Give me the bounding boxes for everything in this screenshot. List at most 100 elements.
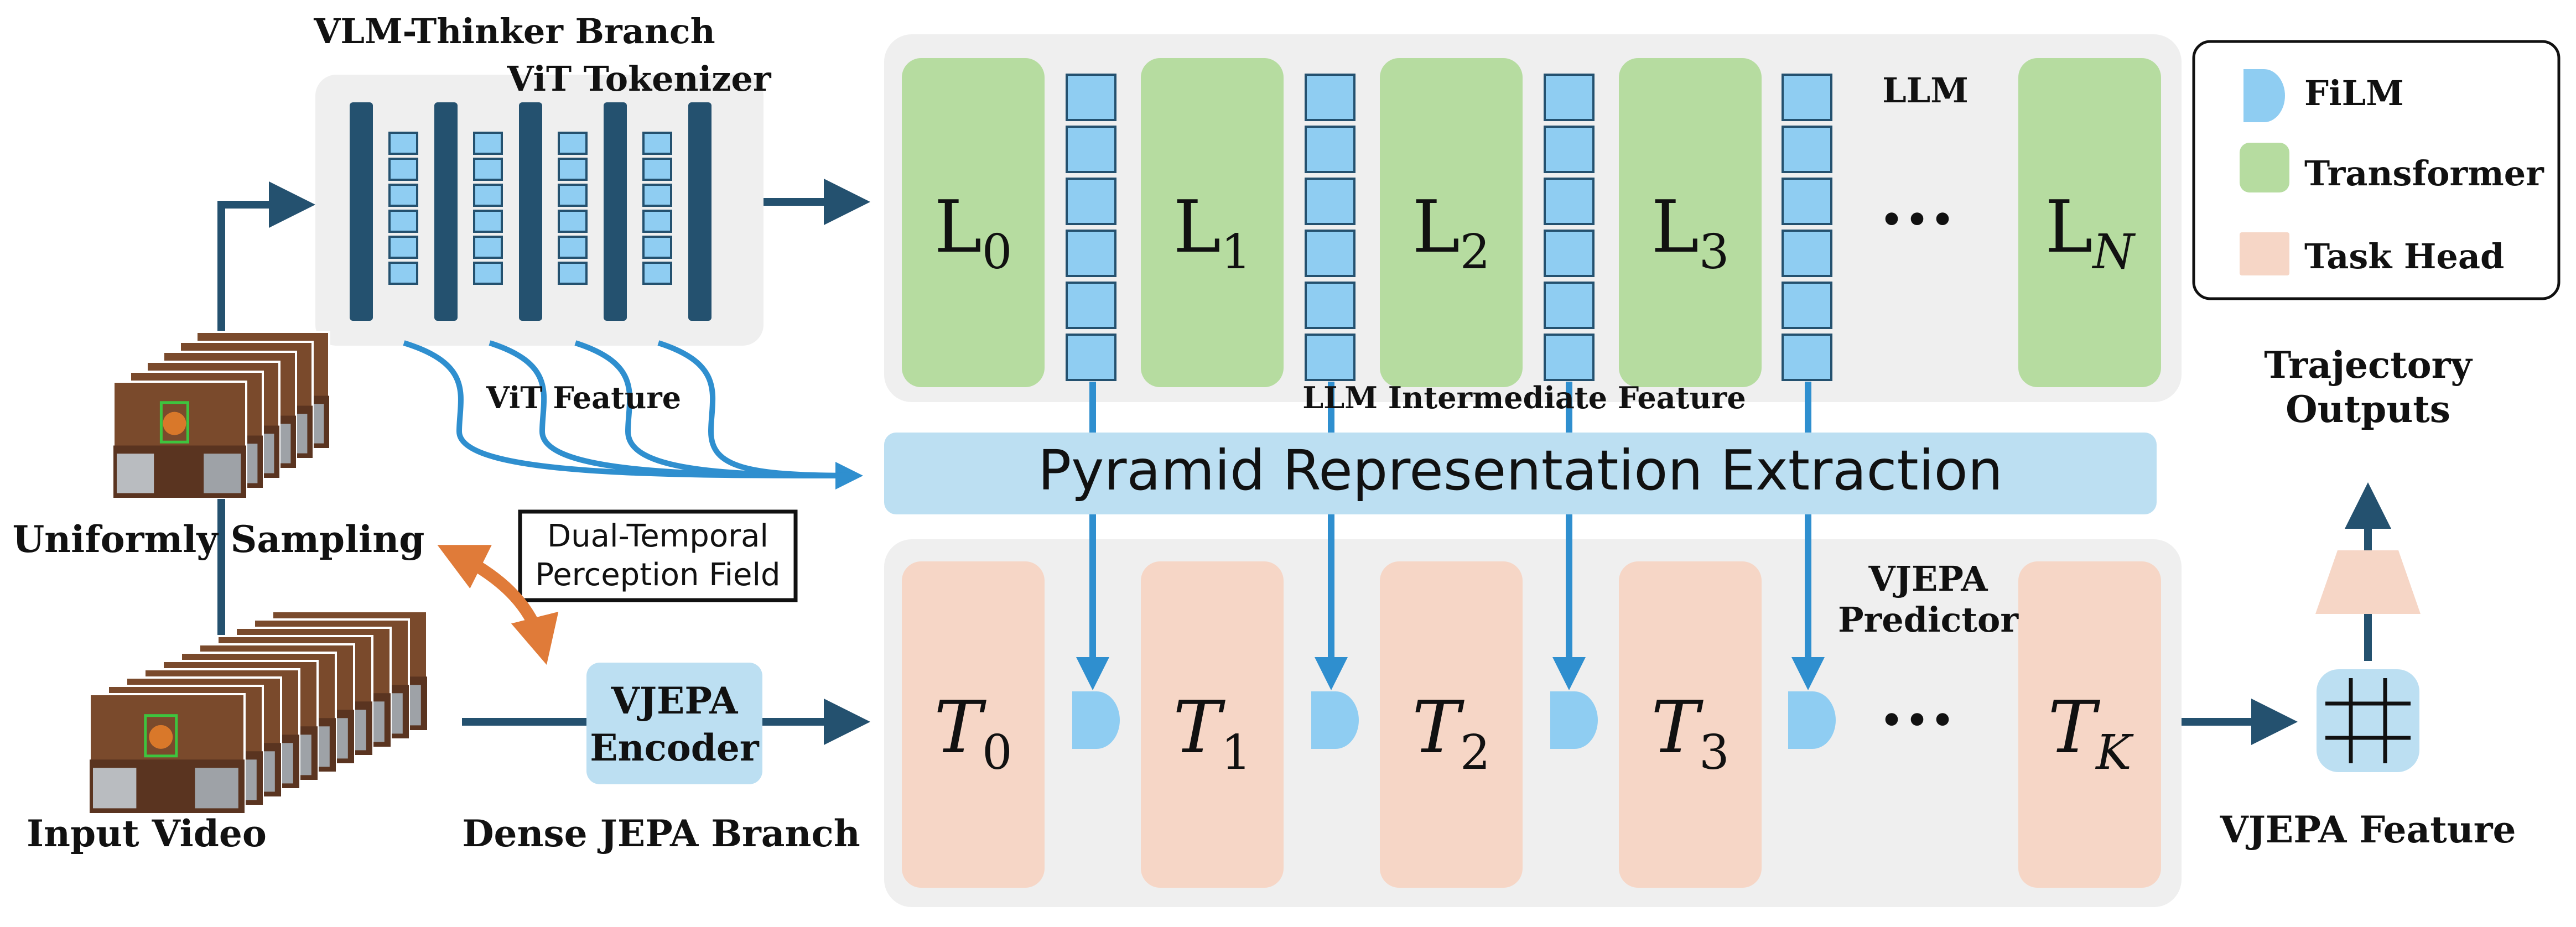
llm-intermediate-feature-label: LLM Intermediate Feature bbox=[1302, 380, 1746, 415]
vit-layer-bar bbox=[604, 102, 627, 321]
llm-layer-n-label: LN bbox=[2045, 185, 2136, 280]
vit-token bbox=[642, 262, 672, 285]
llm-layer-1 bbox=[1141, 58, 1284, 387]
sampled-frames-stack bbox=[112, 331, 330, 499]
llm-token bbox=[1544, 282, 1595, 329]
llm-layers: L0 L1 L2 L3 LN ••• LLM bbox=[902, 58, 2161, 387]
input-video-label: Input Video bbox=[27, 812, 267, 855]
llm-layer-2-label: L2 bbox=[1412, 185, 1490, 280]
vit-token bbox=[642, 236, 672, 259]
legend-transformer-swatch bbox=[2240, 143, 2289, 192]
film-block bbox=[1550, 691, 1598, 749]
predictor-layer-1 bbox=[1141, 561, 1284, 888]
predictor-layer-3-label: T3 bbox=[1651, 685, 1729, 780]
vjepa-predictor-label-line1: VJEPA bbox=[1868, 559, 1988, 599]
feature-grid-bg bbox=[2317, 669, 2419, 772]
vjepa-feature-grid-icon bbox=[2317, 669, 2419, 772]
llm-token bbox=[1066, 282, 1116, 329]
predictor-layer-k-label: TK bbox=[2048, 685, 2134, 780]
film-block bbox=[1072, 691, 1120, 749]
llm-label: LLM bbox=[1882, 70, 1969, 111]
vit-token bbox=[473, 210, 503, 233]
vit-layer-bar bbox=[434, 102, 458, 321]
vit-layer-bar bbox=[350, 102, 373, 321]
predictor-layer-1-label: T1 bbox=[1173, 685, 1251, 780]
predictor-layer-2 bbox=[1380, 561, 1523, 888]
predictor-layer-2-label: T2 bbox=[1412, 685, 1490, 780]
llm-token bbox=[1544, 74, 1595, 121]
vjepa-encoder-box bbox=[586, 663, 762, 784]
vit-token bbox=[558, 158, 588, 181]
llm-token bbox=[1066, 230, 1116, 277]
film-block bbox=[1788, 691, 1836, 749]
trajectory-outputs-line1: Trajectory bbox=[2264, 343, 2473, 387]
dual-temporal-arrow bbox=[437, 545, 559, 665]
llm-layer-0-label: L0 bbox=[934, 185, 1012, 280]
llm-token bbox=[1544, 178, 1595, 225]
vjepa-encoder-label-line1: VJEPA bbox=[611, 679, 739, 722]
vit-layer-bar bbox=[519, 102, 542, 321]
llm-layer-3-label: L3 bbox=[1651, 185, 1729, 280]
llm-layer-2 bbox=[1380, 58, 1523, 387]
vit-token bbox=[558, 184, 588, 207]
vit-layer-bar bbox=[688, 102, 711, 321]
vit-token bbox=[473, 236, 503, 259]
llm-token bbox=[1066, 74, 1116, 121]
llm-token bbox=[1544, 334, 1595, 381]
predictor-ellipsis: ••• bbox=[1879, 696, 1955, 746]
llm-token bbox=[1544, 126, 1595, 173]
dual-temporal-label-line1: Dual-Temporal bbox=[547, 518, 768, 554]
vit-token bbox=[388, 132, 418, 155]
vit-token bbox=[642, 158, 672, 181]
vit-feature-label: ViT Feature bbox=[486, 380, 681, 415]
task-head-trapezoid bbox=[2315, 550, 2421, 614]
llm-layer-n bbox=[2018, 58, 2161, 387]
vit-tokenizer bbox=[350, 102, 711, 321]
film-block bbox=[1311, 691, 1359, 749]
vit-token bbox=[388, 210, 418, 233]
llm-token bbox=[1544, 230, 1595, 277]
vit-token bbox=[388, 158, 418, 181]
legend-film-label: FiLM bbox=[2304, 73, 2404, 113]
video-frame bbox=[89, 693, 246, 814]
video-frame bbox=[112, 381, 247, 499]
vit-token bbox=[473, 132, 503, 155]
predictor-layer-0-label: T0 bbox=[934, 685, 1012, 780]
vit-token bbox=[473, 158, 503, 181]
dual-temporal-label-line2: Perception Field bbox=[535, 557, 780, 593]
vjepa-encoder-label-line2: Encoder bbox=[590, 726, 760, 769]
llm-token bbox=[1782, 282, 1832, 329]
vit-token bbox=[558, 210, 588, 233]
llm-token bbox=[1782, 178, 1832, 225]
dense-jepa-branch-label: Dense JEPA Branch bbox=[462, 812, 860, 855]
vlm-thinker-branch-title: VLM-Thinker Branch bbox=[313, 11, 715, 51]
intermediate-feature-connectors bbox=[1076, 382, 1825, 690]
vit-token bbox=[388, 262, 418, 285]
vit-token bbox=[558, 132, 588, 155]
legend: FiLM Transformer Task Head bbox=[2192, 40, 2561, 300]
llm-token bbox=[1782, 334, 1832, 381]
legend-film-swatch bbox=[2243, 69, 2285, 122]
llm-token bbox=[1305, 334, 1355, 381]
vjepa-predictor-label-line2: Predictor bbox=[1838, 600, 2019, 640]
dual-temporal-box bbox=[518, 509, 798, 602]
llm-layer-3 bbox=[1619, 58, 1762, 387]
llm-ellipsis: ••• bbox=[1879, 196, 1955, 246]
llm-token bbox=[1066, 334, 1116, 381]
predictor-layer-3 bbox=[1619, 561, 1762, 888]
llm-layer-0 bbox=[902, 58, 1045, 387]
predictor-layer-k bbox=[2018, 561, 2161, 888]
legend-transformer-label: Transformer bbox=[2304, 153, 2544, 194]
vit-token bbox=[642, 132, 672, 155]
predictor-layer-0 bbox=[902, 561, 1045, 888]
vit-feature-curve bbox=[574, 340, 855, 478]
llm-token bbox=[1305, 230, 1355, 277]
vit-token bbox=[473, 262, 503, 285]
input-video-frames-stack bbox=[89, 610, 428, 814]
llm-token bbox=[1305, 178, 1355, 225]
vit-token bbox=[642, 210, 672, 233]
vit-token bbox=[473, 184, 503, 207]
uniformly-sampling-label: Uniformly Sampling bbox=[13, 518, 425, 561]
